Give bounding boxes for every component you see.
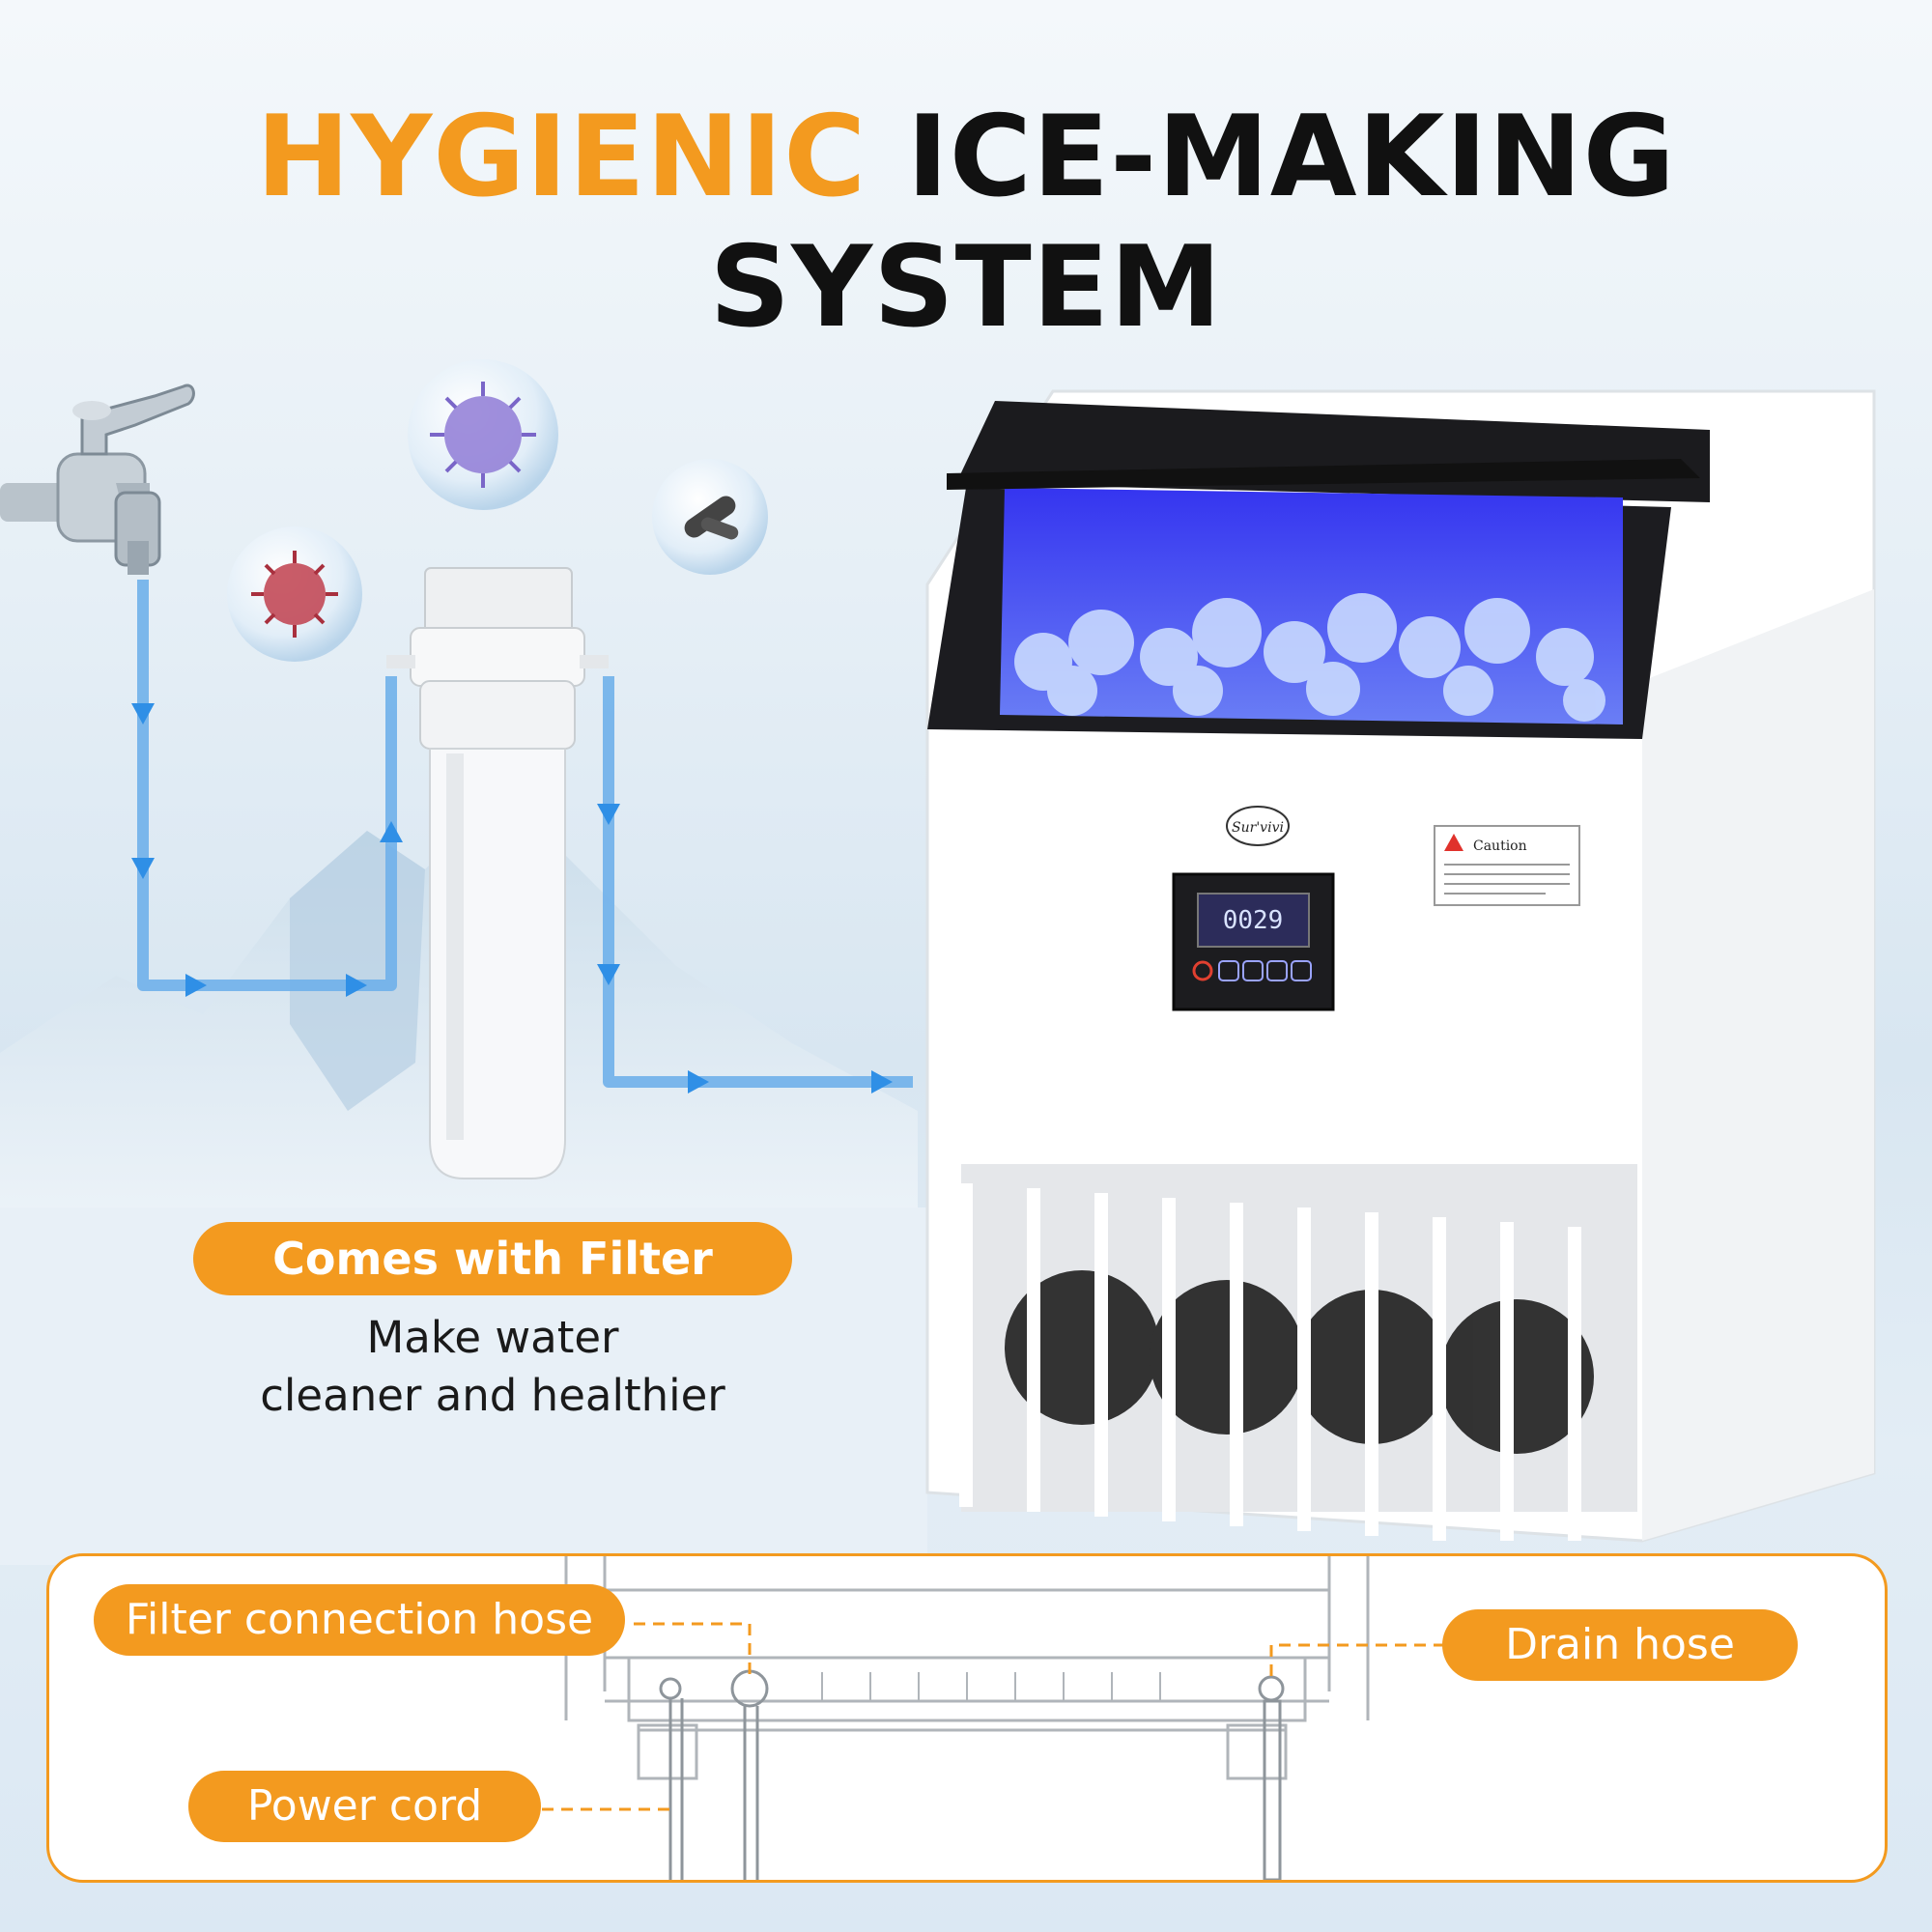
brand-logo-text: Sur'vivi xyxy=(1232,820,1284,836)
lcd-display xyxy=(1197,893,1310,948)
refresh-button[interactable] xyxy=(1266,960,1288,981)
water-flow-illustration xyxy=(0,359,913,1179)
drain-hose-label: Drain hose xyxy=(1442,1609,1798,1681)
power-cord-label: Power cord xyxy=(188,1771,541,1842)
brand-logo xyxy=(1226,806,1290,846)
flow-arrows xyxy=(131,703,893,1094)
light-button[interactable] xyxy=(1291,960,1312,981)
filter-description-line2: cleaner and healthier xyxy=(260,1370,725,1421)
filter-description-line1: Make water xyxy=(366,1312,619,1363)
page-title: HYGIENIC ICE-MAKING SYSTEM xyxy=(0,92,1932,353)
ice-machine-image: Sur'vivi Caution 0029 xyxy=(925,389,1876,1543)
cleaning-button[interactable] xyxy=(1242,960,1264,981)
ice-cubes xyxy=(1014,593,1605,722)
germ-bubble-purple xyxy=(408,359,558,510)
germ-bubble-bacteria xyxy=(652,459,768,575)
setting-button[interactable] xyxy=(1218,960,1239,981)
faucet-icon xyxy=(0,384,195,575)
filter-hose-label: Filter connection hose xyxy=(94,1584,625,1656)
title-rest: ICE-MAKING SYSTEM xyxy=(709,92,1676,353)
power-icon[interactable] xyxy=(1192,960,1213,981)
control-buttons xyxy=(1192,960,1312,981)
filter-badge: Comes with Filter xyxy=(193,1222,792,1295)
germ-bubble-red xyxy=(227,526,362,662)
display-value: 0029 xyxy=(1223,906,1284,935)
caution-label: Caution xyxy=(1473,838,1527,854)
vent-grille xyxy=(959,1164,1637,1541)
title-highlight: HYGIENIC xyxy=(256,92,867,222)
machine-back-schematic xyxy=(542,1556,1445,1880)
water-filter-image xyxy=(386,567,609,1179)
